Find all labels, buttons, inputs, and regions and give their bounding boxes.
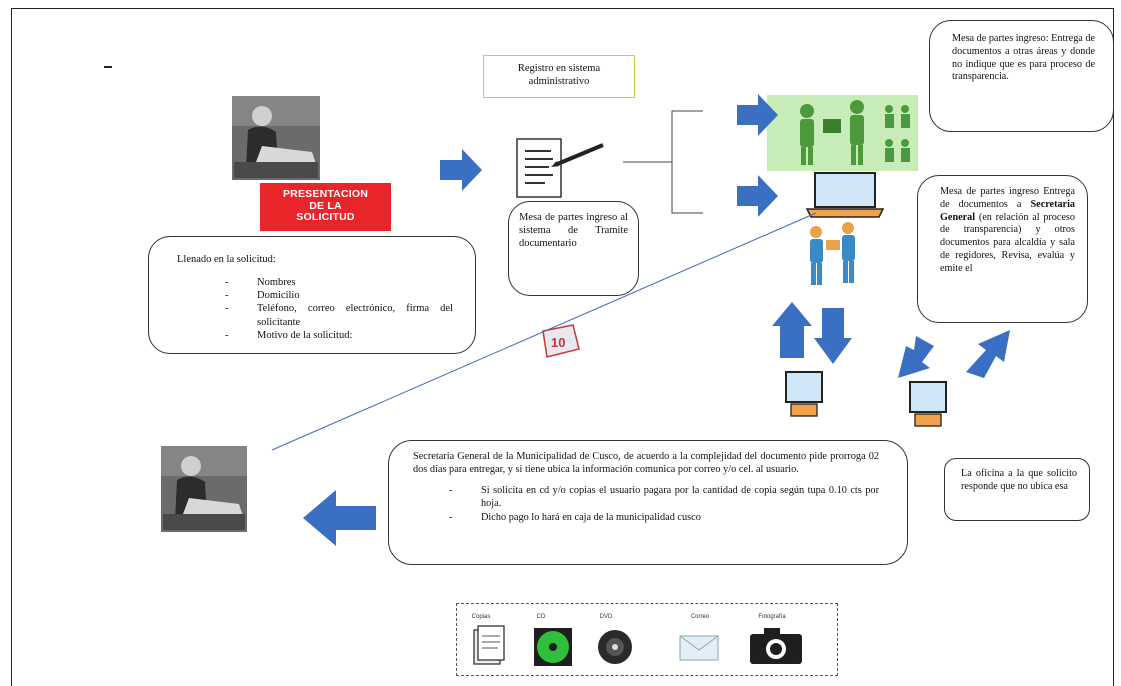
copies-icon	[473, 625, 505, 665]
media-label-fotografia: Fotografía	[758, 614, 786, 620]
media-label-copias: Copias	[471, 614, 491, 620]
mesa-partes-sistema-text: Mesa de partes ingreso al sistema de Tra…	[519, 212, 628, 250]
delivery-media-panel	[456, 603, 838, 676]
mesa-secretaria-text-2: (en relación al proceso de transparencia…	[940, 211, 1075, 274]
secretaria-paragraph: Secretaria General de la Municipalidad d…	[413, 451, 879, 475]
form-item: -Motivo de la solicitud:	[225, 329, 353, 341]
person-at-desk-photo-top	[232, 96, 320, 180]
media-label-correo: Correo	[690, 614, 710, 620]
form-item: -Domicilio	[225, 290, 300, 302]
presentacion-line-2: DE LA	[309, 199, 342, 212]
presentacion-line-3: SOLICITUD	[296, 211, 355, 224]
secretaria-item: -Dicho pago lo hará en caja de la munici…	[449, 512, 701, 524]
email-icon	[679, 635, 719, 661]
device-receive-icon-left	[785, 371, 823, 417]
secretaria-general-box: Secretaria General de la Municipalidad d…	[388, 440, 908, 565]
presentacion-solicitud-label: PRESENTACION DE LA SOLICITUD	[260, 183, 391, 231]
mesa-partes-entrega-text: Mesa de partes ingreso: Entrega de docum…	[952, 33, 1095, 83]
media-label-cd: CD	[536, 614, 546, 620]
device-receive-icon-right	[909, 381, 947, 427]
registro-sistema-box: Registro en sistema administrativo	[483, 55, 635, 98]
llenado-solicitud-box: Llenado en la solicitud: -Nombres -Domic…	[148, 236, 476, 354]
dvd-icon	[598, 630, 632, 664]
form-item: -Nombres	[225, 277, 296, 289]
media-label-dvd: DVD	[599, 614, 613, 620]
mesa-secretaria-text-1: Mesa de partes ingreso Entrega de docume…	[940, 186, 1075, 210]
registro-line-1: Registro en sistema	[517, 63, 601, 74]
people-handoff-icon	[810, 222, 855, 285]
cd-icon	[534, 628, 572, 666]
mesa-partes-entrega-box: Mesa de partes ingreso: Entrega de docum…	[929, 20, 1114, 132]
mesa-secretaria-bold: Secretaria General	[940, 198, 1076, 223]
stray-dash	[104, 66, 112, 68]
camera-icon	[750, 628, 802, 664]
form-item: -Teléfono, correo electrónico, firma del…	[225, 303, 453, 328]
svg-text:10: 10	[551, 335, 565, 350]
stamp-10-icon: 10	[542, 324, 580, 358]
secretaria-item: -Si solicita en cd y/o copias el usuario…	[449, 484, 879, 509]
presentacion-line-1: PRESENTACION	[282, 188, 369, 200]
person-at-desk-photo-bottom	[161, 446, 247, 532]
laptop-icon	[805, 172, 885, 218]
mesa-partes-sistema-box: Mesa de partes ingreso al sistema de Tra…	[508, 201, 639, 296]
media-icons	[473, 625, 802, 666]
people-exchange-icon	[800, 100, 910, 165]
registro-line-2: administrativo	[528, 75, 590, 87]
diagram-frame	[11, 8, 1114, 686]
mesa-secretaria-box: Mesa de partes ingreso Entrega de docume…	[917, 175, 1088, 323]
oficina-responde-box: La oficina a la que solicito responde qu…	[944, 458, 1090, 521]
llenado-heading: Llenado en la solicitud:	[177, 254, 276, 265]
oficina-responde-text: La oficina a la que solicito responde qu…	[961, 468, 1077, 492]
document-pen-icon	[516, 138, 604, 198]
